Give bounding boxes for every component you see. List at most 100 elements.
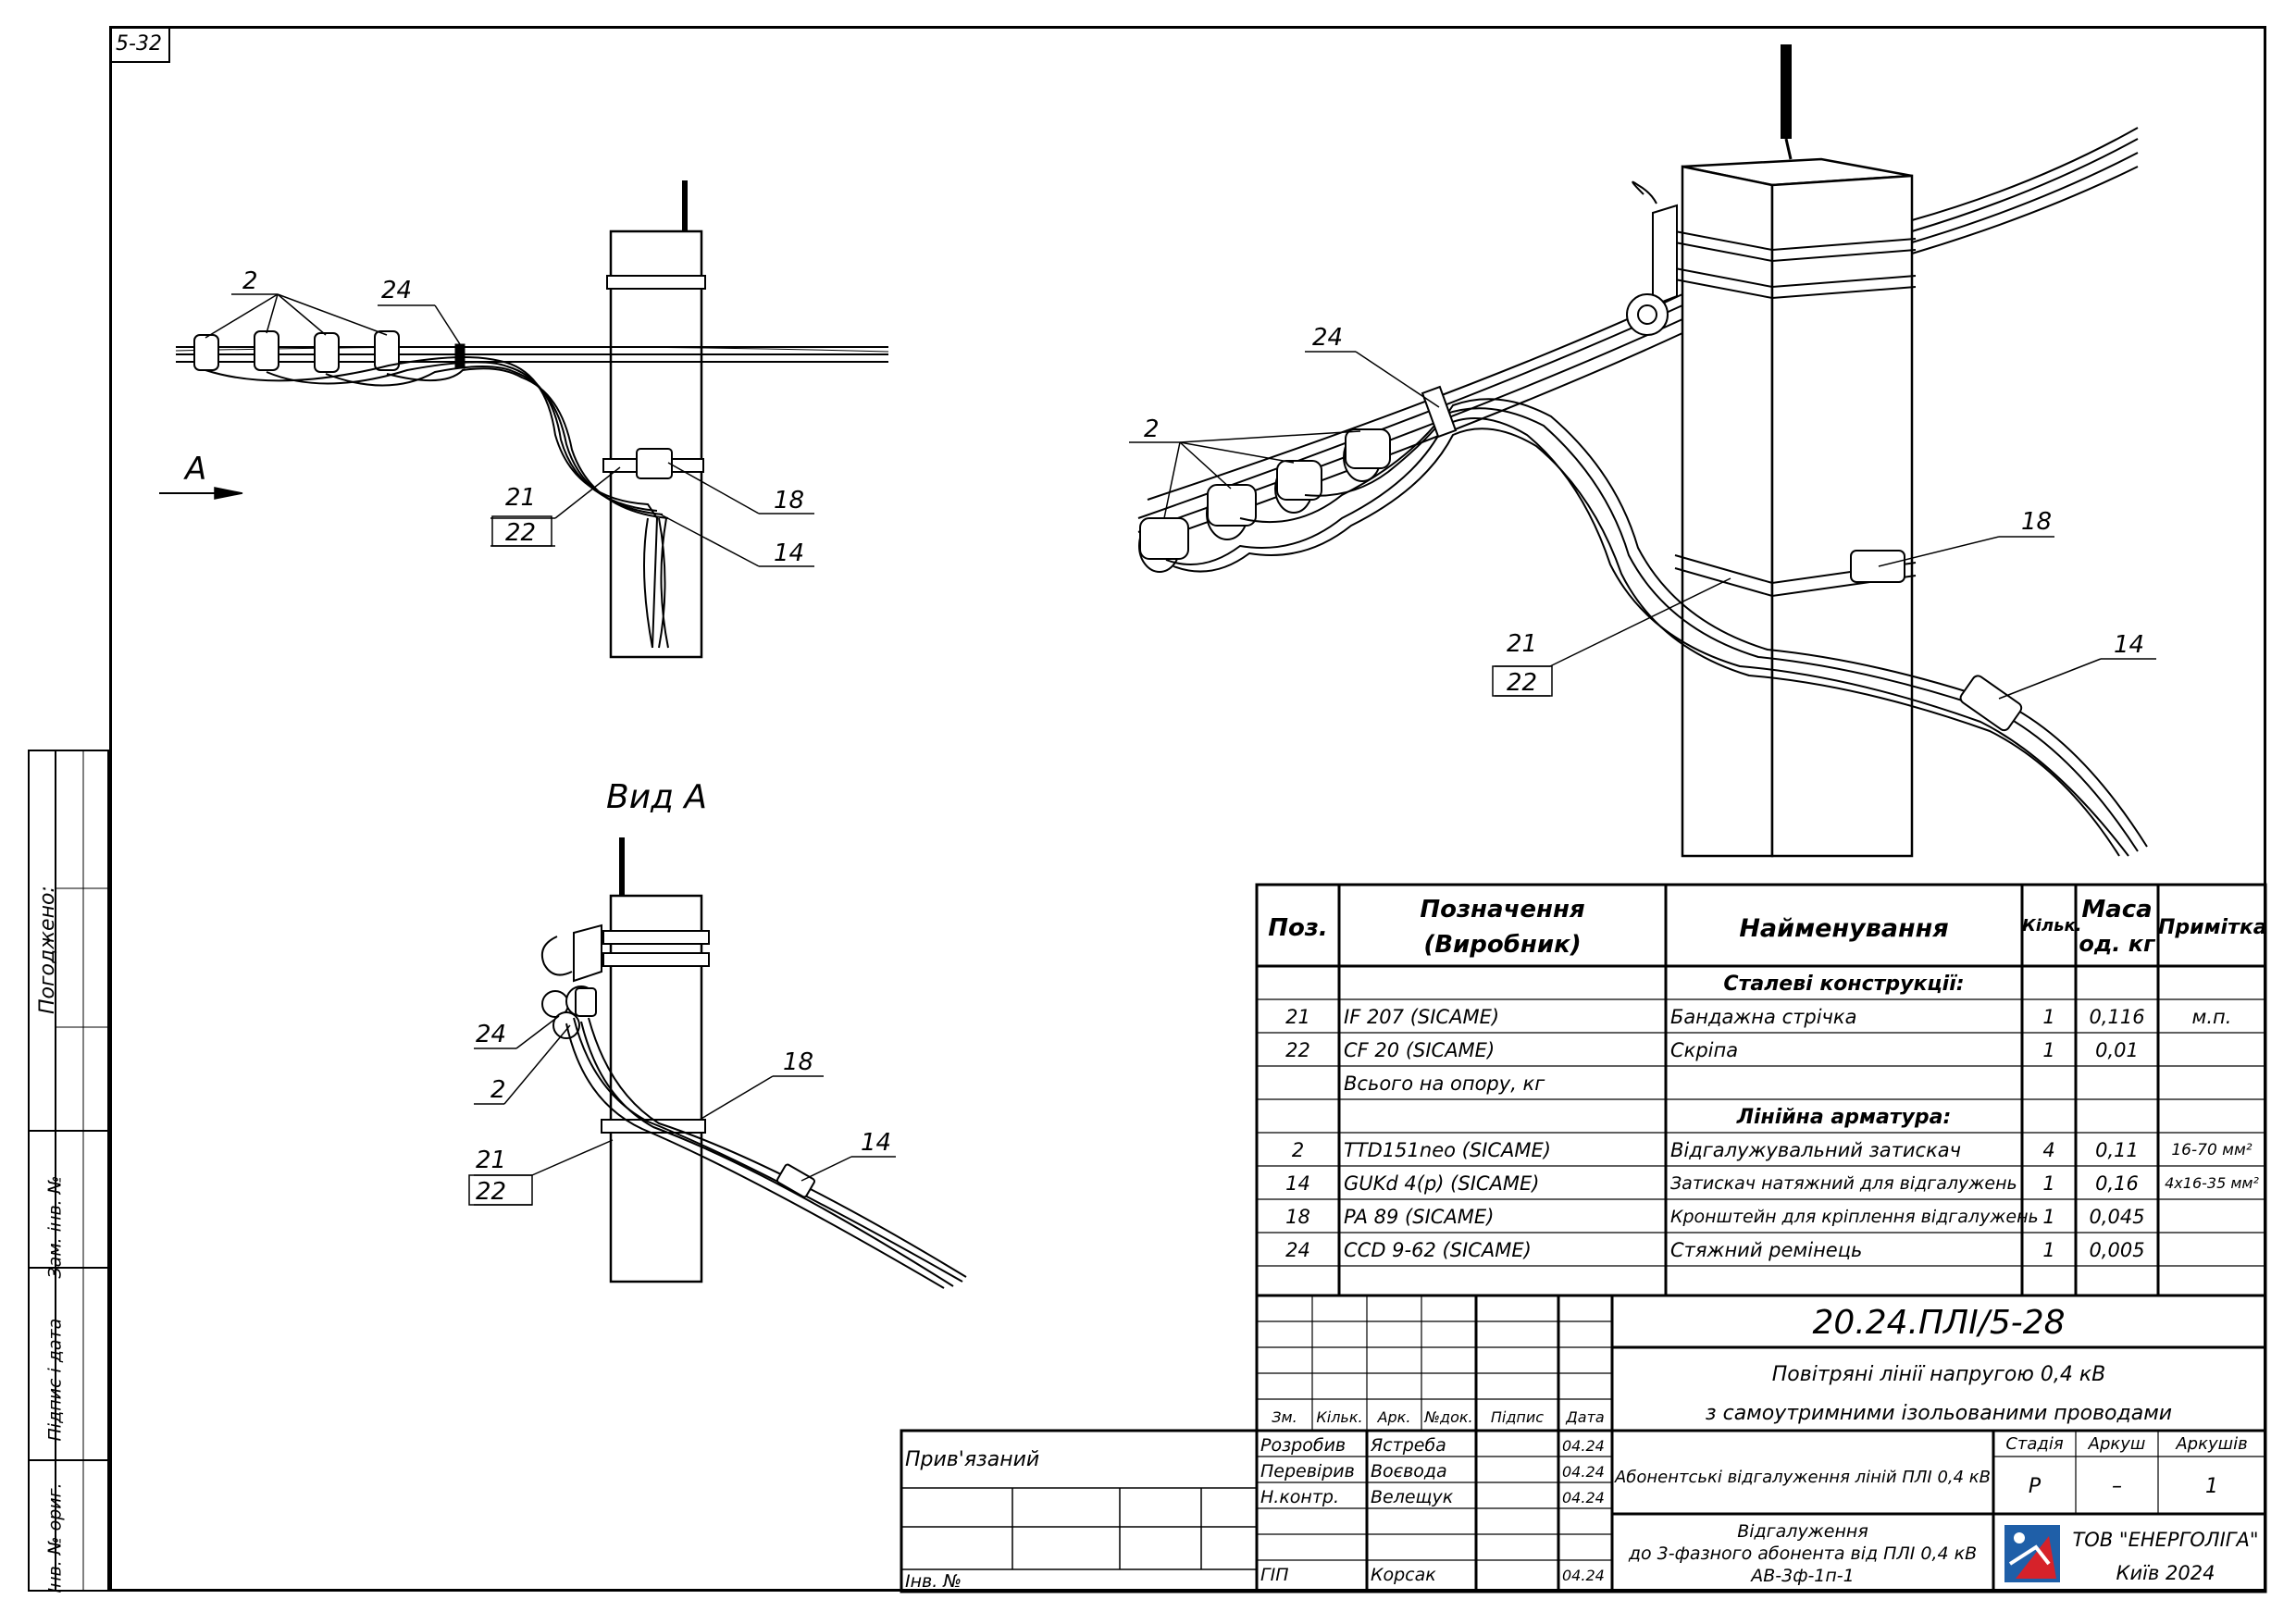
sheets-head: Аркушів xyxy=(2176,1434,2248,1454)
spec-row-3-designation: TTD151neo (SICAME) xyxy=(1344,1139,1551,1161)
role-chief-engineer: ГІП xyxy=(1260,1565,1289,1585)
spec-row-6-mass: 0,005 xyxy=(2089,1239,2145,1261)
role-checked: Перевірив xyxy=(1260,1461,1355,1481)
company-name: ТОВ "ЕНЕРГОЛІГА" xyxy=(2072,1529,2259,1551)
spec-row-3-pos: 2 xyxy=(1291,1139,1305,1161)
spec-row-total-designation: Всього на опору, кг xyxy=(1344,1072,1545,1095)
col-head-data: Дата xyxy=(1566,1408,1605,1426)
spec-row-1-designation: IF 207 (SICAME) xyxy=(1344,1006,1500,1028)
spec-row-1-mass: 0,116 xyxy=(2089,1006,2145,1028)
viewa-callout-24: 24 xyxy=(476,1021,506,1048)
spec-row-3-mass: 0,11 xyxy=(2095,1139,2139,1161)
stage-value: Р xyxy=(2028,1475,2042,1498)
date-norm-control: 04.24 xyxy=(1562,1489,1605,1506)
front-callout-18: 18 xyxy=(774,487,804,514)
doc-code: 20.24.ПЛІ/5-28 xyxy=(1812,1304,2066,1342)
spec-head-name: Найменування xyxy=(1739,914,1949,943)
sheet-code: 5-32 xyxy=(109,26,170,63)
col-head-ndok: №док. xyxy=(1424,1408,1473,1426)
spec-row-6-pos: 24 xyxy=(1285,1239,1310,1261)
spec-row-5-pos: 18 xyxy=(1285,1206,1310,1228)
iso-callout-18: 18 xyxy=(2021,508,2052,536)
front-callout-14: 14 xyxy=(774,539,804,567)
spec-head-mass-l1: Маса xyxy=(2081,896,2153,924)
drawing-title-l1: Відгалуження xyxy=(1737,1521,1868,1542)
spec-row-2-name: Скріпа xyxy=(1670,1039,1739,1061)
spec-head-pos: Поз. xyxy=(1268,914,1328,942)
spec-row-2-pos: 22 xyxy=(1285,1039,1310,1061)
spec-row-5-name: Кронштейн для кріплення відгалужень xyxy=(1670,1207,2039,1227)
viewa-callout-18: 18 xyxy=(783,1048,813,1076)
iso-callout-14: 14 xyxy=(2114,631,2144,659)
linked-label: Прив'язаний xyxy=(905,1448,1040,1471)
spec-row-6-name: Стяжний ремінець xyxy=(1670,1239,1863,1261)
front-callout-21: 21 xyxy=(505,484,536,512)
title-line-1: Повітряні лінії напругою 0,4 кВ xyxy=(1771,1363,2106,1386)
name-chief-engineer: Корсак xyxy=(1371,1565,1436,1585)
side-strip xyxy=(28,750,109,1592)
inv-label: Інв. № xyxy=(905,1571,962,1592)
viewa-callout-21: 21 xyxy=(476,1147,506,1174)
spec-row-4-mass: 0,16 xyxy=(2095,1172,2139,1195)
spec-row-5-mass: 0,045 xyxy=(2089,1206,2145,1228)
spec-head-designation-l1: Позначення xyxy=(1420,896,1585,924)
spec-row-1-pos: 21 xyxy=(1285,1006,1310,1028)
col-head-ark: Арк. xyxy=(1377,1408,1411,1426)
title-line-2: з самоутримними ізольованими проводами xyxy=(1705,1402,2173,1425)
isometric-leaders xyxy=(1129,351,2156,700)
col-head-zm: Зм. xyxy=(1272,1408,1297,1426)
spec-head-mass-l2: од. кг xyxy=(2079,931,2155,957)
city-year: Київ 2024 xyxy=(2116,1562,2215,1584)
spec-section-steel: Сталеві конструкції: xyxy=(1723,973,1965,996)
spec-row-4-name: Затискач натяжний для відгалужень xyxy=(1670,1173,2017,1194)
iso-callout-22: 22 xyxy=(1507,669,1537,697)
iso-callout-2: 2 xyxy=(1144,415,1160,443)
spec-row-2-qty: 1 xyxy=(2042,1039,2055,1061)
view-a xyxy=(540,837,967,1289)
name-norm-control: Велещук xyxy=(1371,1487,1454,1507)
date-checked: 04.24 xyxy=(1562,1463,1605,1481)
spec-row-6-qty: 1 xyxy=(2042,1239,2055,1261)
role-norm-control: Н.контр. xyxy=(1260,1487,1340,1507)
spec-row-1-qty: 1 xyxy=(2042,1006,2055,1028)
spec-row-2-designation: CF 20 (SICAME) xyxy=(1344,1039,1496,1061)
iso-callout-24: 24 xyxy=(1312,324,1343,352)
front-callout-2: 2 xyxy=(242,267,258,295)
viewa-callout-22: 22 xyxy=(476,1178,506,1206)
spec-head-note: Примітка xyxy=(2158,916,2267,939)
viewa-callout-14: 14 xyxy=(861,1129,891,1157)
spec-row-4-pos: 14 xyxy=(1285,1172,1310,1195)
spec-row-4-note: 4x16-35 мм² xyxy=(2165,1174,2259,1192)
viewa-callout-2: 2 xyxy=(490,1076,506,1104)
date-developed: 04.24 xyxy=(1562,1437,1605,1455)
section-title: Абонентські відгалуження ліній ПЛІ 0,4 к… xyxy=(1614,1468,1992,1487)
isometric-view xyxy=(1137,44,2148,858)
name-developed: Ястреба xyxy=(1371,1435,1446,1456)
spec-head-qty: Кільк. xyxy=(2022,916,2082,936)
spec-row-4-designation: GUKd 4(p) (SICAME) xyxy=(1344,1172,1540,1195)
spec-row-5-designation: PA 89 (SICAME) xyxy=(1344,1206,1495,1228)
side-strip-grid xyxy=(28,750,109,1592)
stage-head: Стадія xyxy=(2005,1434,2064,1454)
spec-section-fittings: Лінійна арматура: xyxy=(1736,1106,1952,1129)
drawing-title-l2: до 3-фазного абонента від ПЛІ 0,4 кВ xyxy=(1628,1543,1978,1564)
front-view xyxy=(175,180,889,659)
company-logo-icon xyxy=(2004,1525,2060,1582)
spec-row-5-qty: 1 xyxy=(2042,1206,2055,1228)
col-head-pidpys: Підпис xyxy=(1490,1408,1545,1426)
iso-callout-21: 21 xyxy=(1507,630,1537,658)
view-arrow-label: А xyxy=(183,451,206,488)
spec-row-3-note: 16-70 мм² xyxy=(2171,1141,2253,1159)
sheets-value: 1 xyxy=(2205,1475,2218,1498)
sheet-head: Аркуш xyxy=(2088,1434,2146,1454)
col-head-kilk: Кільк. xyxy=(1316,1408,1363,1426)
date-chief-engineer: 04.24 xyxy=(1562,1567,1605,1584)
spec-row-3-name: Відгалужувальний затискач xyxy=(1670,1139,1962,1161)
spec-row-1-name: Бандажна стрічка xyxy=(1670,1006,1857,1028)
drawing-title-l3: АВ-3ф-1п-1 xyxy=(1751,1566,1855,1586)
spec-row-1-note: м.п. xyxy=(2191,1006,2232,1028)
front-callout-22: 22 xyxy=(505,519,536,547)
spec-row-2-mass: 0,01 xyxy=(2095,1039,2139,1061)
role-developed: Розробив xyxy=(1260,1435,1347,1456)
spec-head-designation-l2: (Виробник) xyxy=(1423,931,1582,959)
